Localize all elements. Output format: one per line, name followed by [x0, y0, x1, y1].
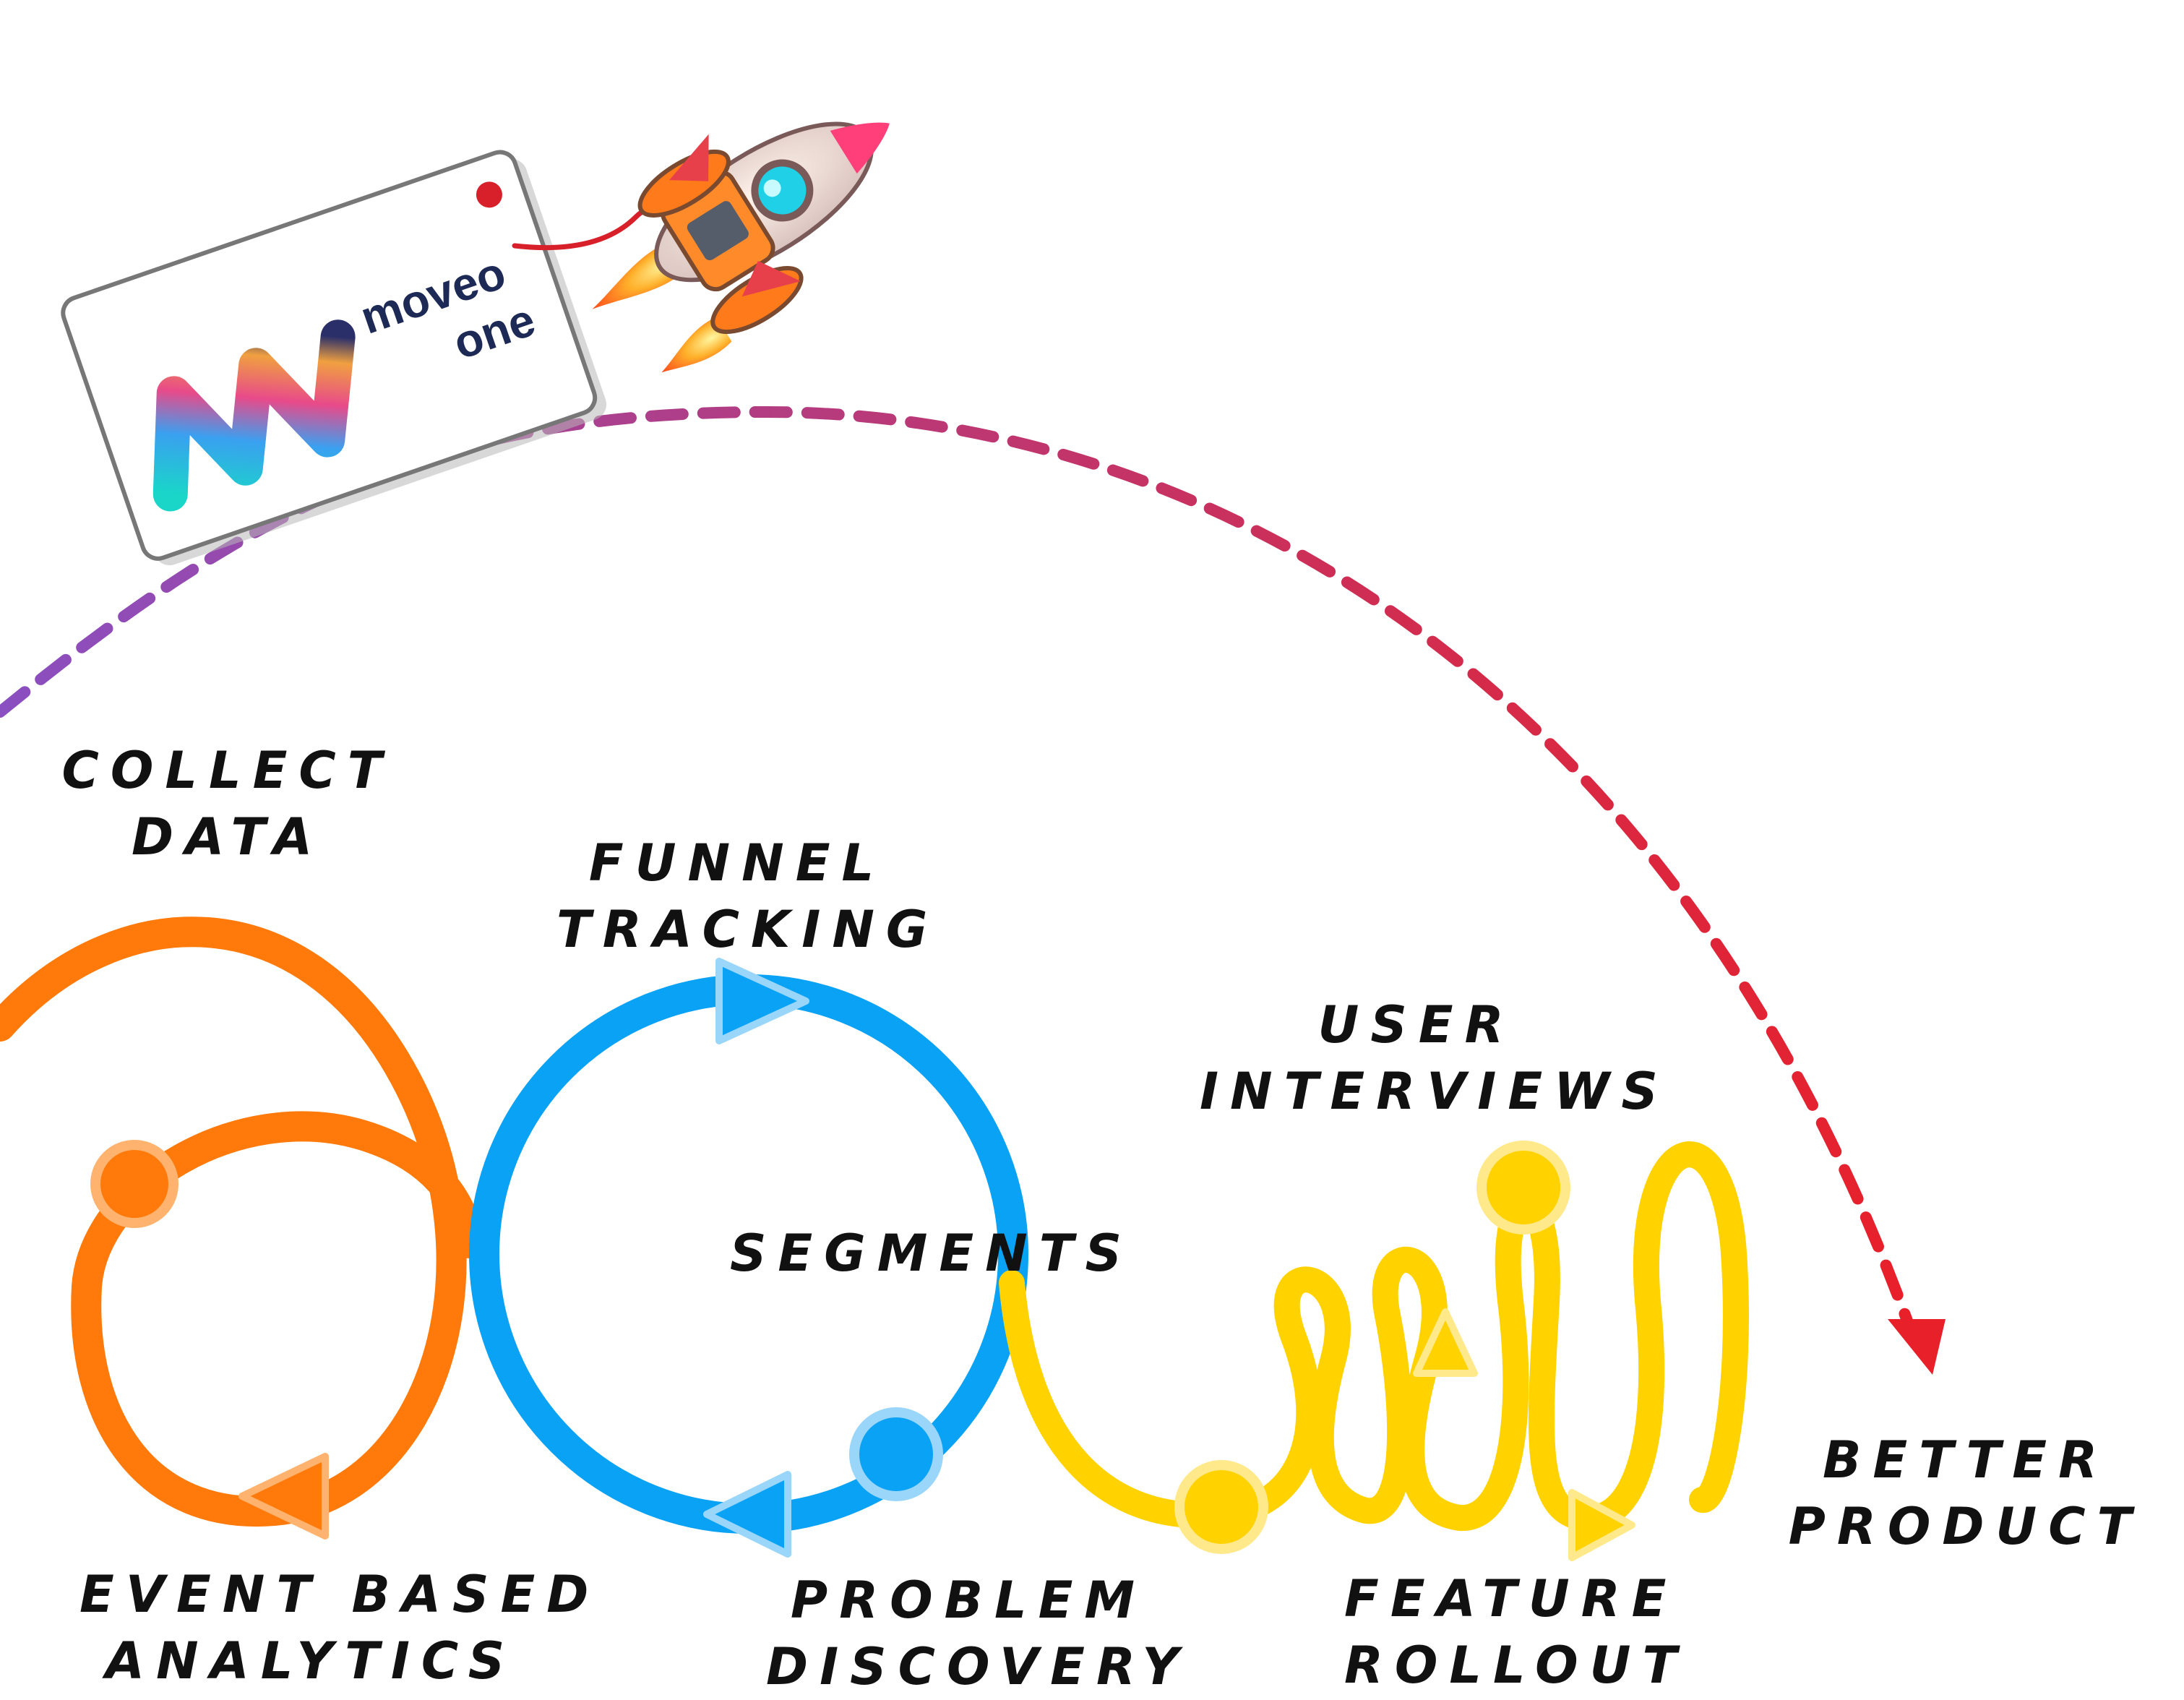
yellow-node-top [1476, 1141, 1570, 1235]
user-interviews-line1: USER [1317, 995, 1516, 1055]
event-based-analytics-line1: EVENT BASED [79, 1565, 601, 1624]
feature-rollout-line1: FEATURE [1344, 1569, 1678, 1628]
funnel-tracking-line1: FUNNEL [588, 833, 886, 893]
yellow-node-left [1174, 1460, 1268, 1554]
feature-rollout-label: FEATURE ROLLOUT [1344, 1566, 1677, 1699]
orange-direction-arrow-icon [238, 1453, 329, 1540]
better-product-label: BETTER PRODUCT [1763, 1427, 2168, 1560]
problem-discovery-line2: DISCOVERY [766, 1637, 1191, 1696]
collect-data-line2: DATA [131, 807, 324, 867]
blue-direction-arrow-top-icon [715, 958, 809, 1044]
blue-loop [469, 958, 1028, 1558]
user-interviews-label: USER INTERVIEWS [1200, 992, 1669, 1125]
user-interviews-line2: INTERVIEWS [1200, 1062, 1669, 1121]
orange-node [90, 1140, 179, 1228]
moveo-logo-mark-icon [152, 319, 356, 512]
arc-arrowhead-icon [1888, 1319, 1946, 1375]
better-product-line1: BETTER [1823, 1430, 2109, 1490]
collect-data-label: COLLECT DATA [58, 737, 397, 870]
blue-node [849, 1407, 943, 1501]
event-based-analytics-label: EVENT BASED ANALYTICS [79, 1561, 601, 1694]
logo-tag: moveo one [61, 150, 607, 566]
tag-hole-icon [476, 181, 502, 208]
problem-discovery-line1: PROBLEM [790, 1571, 1147, 1630]
yellow-spring [999, 1141, 1749, 1561]
funnel-tracking-line2: TRACKING [556, 900, 940, 959]
segments-label: SEGMENTS [730, 1220, 1133, 1287]
orange-loop [0, 916, 485, 1540]
event-based-analytics-line2: ANALYTICS [105, 1631, 517, 1691]
problem-discovery-label: PROBLEM DISCOVERY [766, 1567, 1191, 1700]
segments-line1: SEGMENTS [730, 1224, 1133, 1283]
yellow-direction-arrow-right-icon [1568, 1489, 1635, 1561]
better-product-line2: PRODUCT [1788, 1497, 2144, 1556]
feature-rollout-line2: ROLLOUT [1344, 1636, 1689, 1695]
yellow-direction-arrow-up-icon [1413, 1308, 1478, 1377]
rocket-icon [592, 121, 890, 373]
funnel-tracking-label: FUNNEL TRACKING [556, 830, 940, 963]
collect-data-line1: COLLECT [61, 741, 394, 800]
blue-direction-arrow-bottom-icon [703, 1471, 791, 1558]
